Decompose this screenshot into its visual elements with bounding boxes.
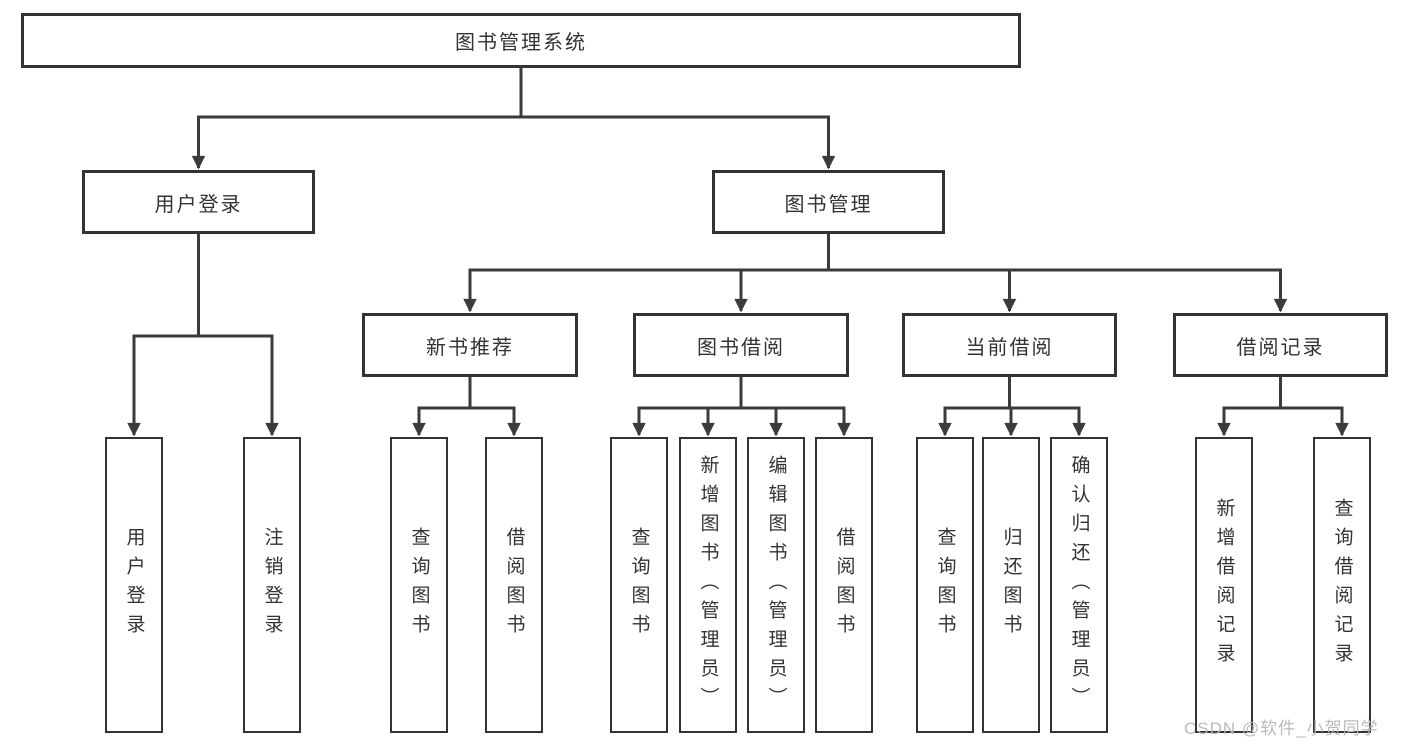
leaf-label: 查询图书 [934, 527, 956, 643]
leaf-borrow-books-1: 借阅图书 [485, 437, 543, 733]
node-root-system: 图书管理系统 [21, 13, 1021, 68]
leaf-user-login: 用户登录 [105, 437, 163, 733]
node-book-management: 图书管理 [712, 170, 945, 234]
leaf-query-books-2: 查询图书 [610, 437, 668, 733]
leaf-borrow-books-2: 借阅图书 [815, 437, 873, 733]
leaf-add-borrow-record: 新增借阅记录 [1195, 437, 1253, 733]
node-current-borrow: 当前借阅 [902, 313, 1117, 377]
leaf-query-borrow-record: 查询借阅记录 [1313, 437, 1371, 733]
leaf-label: 借阅图书 [833, 527, 855, 643]
leaf-label: 新增图书（管理员） [697, 454, 719, 716]
leaf-add-books-admin: 新增图书（管理员） [679, 437, 737, 733]
leaf-query-books-3: 查询图书 [916, 437, 974, 733]
csdn-watermark: CSDN @软件_小贺同学 [1184, 719, 1379, 738]
node-book-borrow: 图书借阅 [633, 313, 849, 377]
leaf-query-books-1: 查询图书 [390, 437, 448, 733]
leaf-label: 编辑图书（管理员） [765, 454, 787, 716]
leaf-label: 查询图书 [408, 527, 430, 643]
leaf-label: 注销登录 [261, 527, 283, 643]
node-new-book-recommend: 新书推荐 [362, 313, 578, 377]
leaf-label: 归还图书 [1000, 527, 1022, 643]
leaf-return-books: 归还图书 [982, 437, 1040, 733]
leaf-label: 用户登录 [123, 527, 145, 643]
leaf-edit-books-admin: 编辑图书（管理员） [747, 437, 805, 733]
leaf-label: 查询借阅记录 [1331, 498, 1353, 672]
leaf-label: 借阅图书 [503, 527, 525, 643]
node-user-login: 用户登录 [82, 170, 315, 234]
leaf-confirm-return-admin: 确认归还（管理员） [1050, 437, 1108, 733]
leaf-label: 确认归还（管理员） [1068, 454, 1090, 716]
leaf-logout: 注销登录 [243, 437, 301, 733]
leaf-label: 查询图书 [628, 527, 650, 643]
node-borrow-records: 借阅记录 [1173, 313, 1388, 377]
leaf-label: 新增借阅记录 [1213, 498, 1235, 672]
